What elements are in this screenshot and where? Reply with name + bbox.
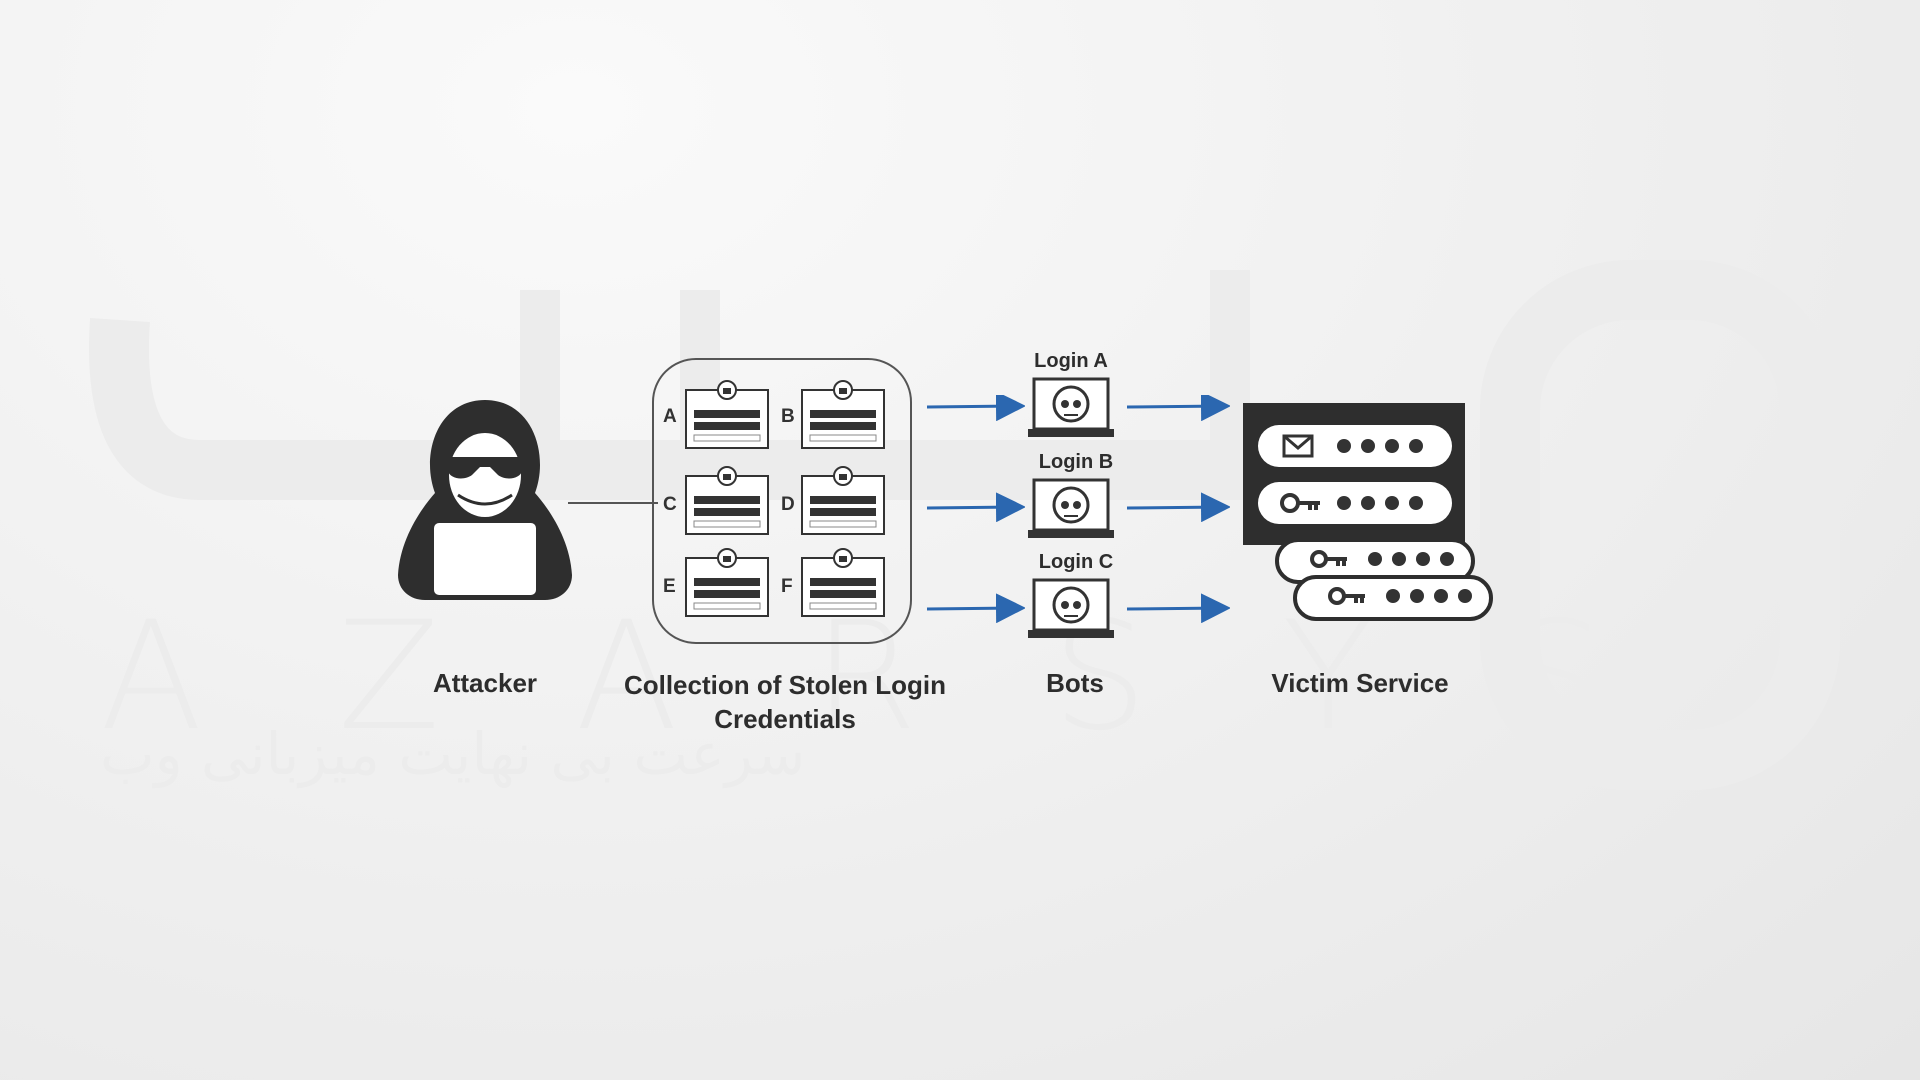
credential-letter-e: E [663, 576, 676, 597]
arrow-from-bot-b [1126, 492, 1230, 523]
robot-laptop-icon [1028, 578, 1114, 638]
hooded-hacker-icon [398, 400, 572, 600]
arrow-from-bot-c [1126, 593, 1230, 624]
robot-laptop-icon [1028, 478, 1114, 538]
credential-letter-b: B [781, 406, 795, 427]
credential-collection-box [652, 358, 912, 644]
password-field-pill [1293, 575, 1493, 621]
arrow-to-bot-b [926, 492, 1025, 523]
bots-to-victim-arrows [1126, 395, 1230, 624]
credential-letter-f: F [781, 576, 793, 597]
password-field-pill [1275, 538, 1475, 584]
locked-login-card-icon [801, 380, 885, 449]
locked-login-card-icon [801, 548, 885, 617]
locked-login-card-icon [685, 548, 769, 617]
arrow-to-bot-c [926, 593, 1025, 624]
bots-label: Bots [1046, 668, 1104, 698]
attacker-connector-line [568, 502, 658, 504]
email-field-pill [1258, 425, 1452, 467]
collection-label: Collection of Stolen Login Credentials [623, 670, 947, 734]
password-field-pill [1258, 482, 1452, 524]
attacker-label: Attacker [432, 668, 538, 698]
bot-label-login-b: Login B [1038, 451, 1114, 473]
envelope-icon [1282, 434, 1314, 458]
victim-service-label: Victim Service [1271, 668, 1449, 698]
bot-label-login-a: Login A [1034, 350, 1108, 372]
locked-login-card-icon [685, 466, 769, 535]
credential-letter-d: D [781, 494, 795, 515]
credentials-to-bots-arrows [926, 395, 1025, 624]
credential-letter-c: C [663, 494, 677, 515]
arrow-from-bot-a [1126, 395, 1230, 422]
locked-login-card-icon [685, 380, 769, 449]
arrow-to-bot-a [926, 395, 1025, 422]
bot-label-login-c: Login C [1038, 551, 1114, 573]
credential-letter-a: A [663, 406, 677, 427]
locked-login-card-icon [801, 466, 885, 535]
robot-laptop-icon [1028, 377, 1114, 437]
